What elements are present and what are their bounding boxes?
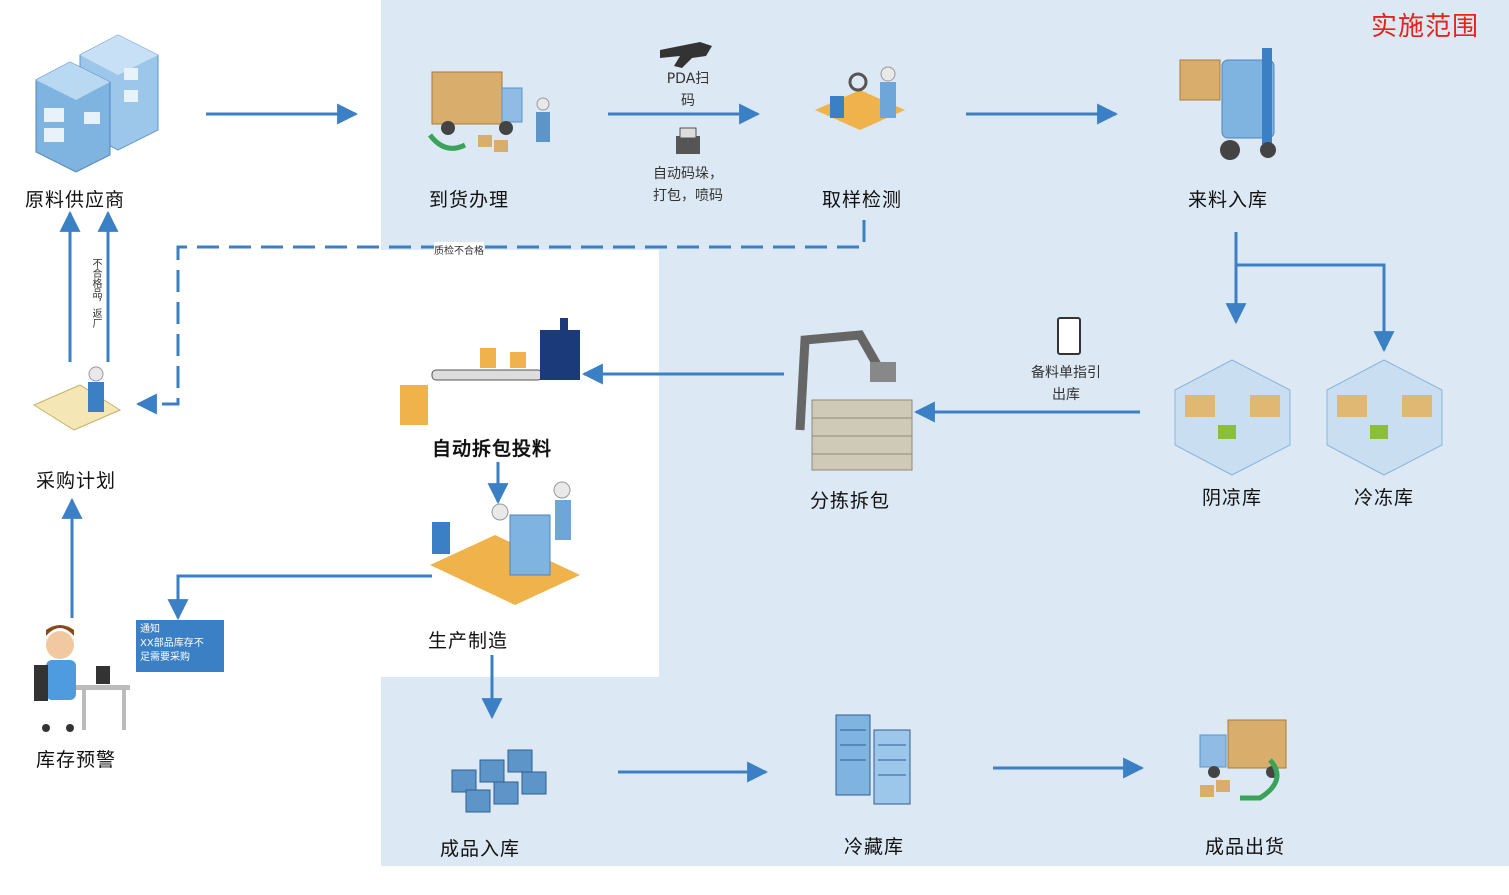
- arrow-qc-fail-dashed: [135, 220, 866, 415]
- notice-callout: 通知 XX部品库存不 足需要采购: [136, 620, 224, 672]
- node-sampling: 取样检测: [821, 189, 903, 211]
- robot-arm-icon: [795, 330, 913, 471]
- node-cold-store: 冷藏库: [843, 836, 905, 858]
- arrow-incoming-to-freezer: [1236, 263, 1395, 353]
- node-arrival: 到货办理: [428, 189, 510, 211]
- node-cool-store: 阴凉库: [1201, 487, 1263, 509]
- node-finished-out: 成品出货: [1204, 836, 1286, 858]
- notice-line1: 通知: [140, 624, 160, 635]
- conveyor-icon: [400, 318, 580, 425]
- arrow-production-to-alert: [167, 574, 432, 621]
- node-sorting: 分拣拆包: [809, 490, 891, 512]
- notice-line3: 足需要采购: [140, 652, 190, 663]
- freezer-room-icon: [1326, 359, 1443, 476]
- node-production: 生产制造: [427, 630, 509, 652]
- picking-list-icon: [1057, 317, 1081, 355]
- building-icon: [35, 34, 159, 173]
- office-worker-icon: [34, 625, 130, 732]
- scope-title: 实施范围: [1370, 12, 1479, 42]
- warehouse-room-icon: [1174, 359, 1291, 476]
- truck-icon: [428, 71, 550, 152]
- printer-icon: [676, 127, 700, 154]
- annotation-picking: 备料单指引 出库: [1031, 362, 1101, 406]
- annotation-return-vendor: 不合格品，返厂: [90, 258, 101, 328]
- node-stock-alert: 库存预警: [35, 749, 117, 771]
- annotation-stacking: 自动码垛， 打包，喷码: [653, 163, 723, 207]
- annotation-pda: PDA扫 码: [667, 68, 710, 112]
- production-icon: [430, 481, 580, 605]
- node-purchase-plan: 采购计划: [35, 470, 117, 492]
- cold-storage-icon: [835, 714, 911, 805]
- scope-cutout: [381, 250, 659, 677]
- node-freezer: 冷冻库: [1353, 487, 1415, 509]
- planner-icon: [32, 366, 122, 431]
- node-auto-feed: 自动拆包投料: [431, 438, 553, 460]
- node-finished-in: 成品入库: [439, 838, 521, 860]
- notice-line2: XX部品库存不: [140, 638, 204, 649]
- node-incoming: 来料入库: [1187, 189, 1269, 211]
- annotation-stacking-line1: 自动码垛，: [653, 166, 723, 182]
- boxes-icon: [451, 749, 547, 813]
- annotation-stacking-line2: 打包，喷码: [653, 188, 723, 204]
- annotation-qc-fail: 质检不合格: [434, 242, 484, 257]
- annotation-pda-line2: 码: [681, 93, 695, 109]
- shipping-truck-icon: [1199, 719, 1287, 801]
- barcode-scanner-icon: [660, 42, 712, 68]
- node-raw-supplier: 原料供应商: [24, 189, 126, 211]
- inspection-icon: [815, 66, 905, 130]
- annotation-picking-line2: 出库: [1052, 387, 1080, 403]
- annotation-picking-line1: 备料单指引: [1031, 365, 1101, 381]
- annotation-pda-line1: PDA扫: [666, 71, 710, 87]
- forklift-icon: [1179, 48, 1276, 160]
